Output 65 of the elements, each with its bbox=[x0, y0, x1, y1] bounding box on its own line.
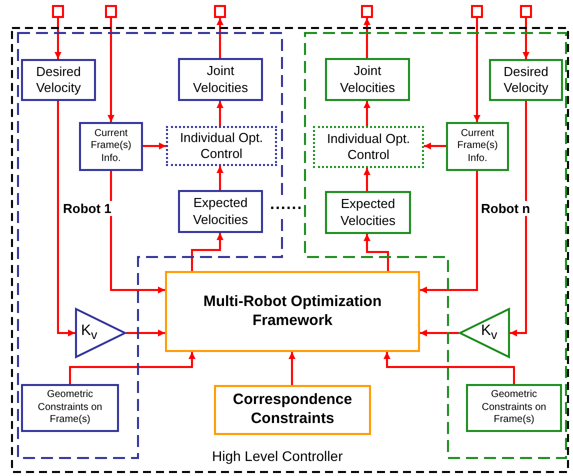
robot-label: Robot n bbox=[479, 201, 532, 216]
gain-triangle bbox=[459, 308, 510, 358]
terminal-square bbox=[52, 5, 64, 18]
arrow bbox=[364, 168, 370, 191]
arrow bbox=[69, 352, 196, 384]
arrow bbox=[216, 166, 224, 190]
frame-label: High Level Controller bbox=[210, 448, 345, 464]
process-box bbox=[325, 191, 411, 234]
process-box bbox=[165, 271, 420, 352]
box-label: Geometric Constraints on Frame(s) bbox=[36, 389, 104, 427]
terminal-square bbox=[105, 5, 117, 18]
arrow bbox=[384, 352, 515, 384]
arrow bbox=[216, 18, 224, 58]
arrow bbox=[474, 18, 480, 122]
terminal-square bbox=[214, 5, 226, 18]
gain-label: K$_{v}$ bbox=[81, 322, 98, 342]
gain-label: K$_{v}$ bbox=[481, 322, 498, 342]
robot-label: Robot 1 bbox=[61, 201, 114, 216]
arrow bbox=[364, 18, 370, 58]
box-label: Individual Opt. Control bbox=[326, 130, 412, 164]
arrow bbox=[364, 101, 370, 126]
box-label: Expected Velocities bbox=[192, 195, 249, 228]
process-box bbox=[446, 122, 509, 171]
control-box bbox=[313, 126, 424, 168]
terminal-square bbox=[520, 5, 532, 18]
box-label: Correspondence Constraints bbox=[232, 391, 354, 429]
process-box bbox=[178, 190, 263, 233]
arrow bbox=[288, 352, 296, 385]
box-label: Geometric Constraints on Frame(s) bbox=[480, 389, 548, 427]
arrow bbox=[420, 330, 459, 336]
arrow bbox=[510, 101, 527, 336]
arrow bbox=[424, 142, 446, 150]
process-box bbox=[466, 384, 562, 432]
box-label: Expected Velocities bbox=[340, 196, 396, 229]
box-label: Joint Velocities bbox=[192, 63, 249, 96]
box-label: Desired Velocity bbox=[502, 64, 550, 96]
box-label: Current Frame(s) Info. bbox=[456, 128, 499, 166]
controller-frame bbox=[12, 28, 568, 472]
process-box bbox=[178, 58, 263, 101]
arrow bbox=[54, 18, 62, 59]
process-box bbox=[325, 58, 410, 101]
terminal-square bbox=[471, 5, 483, 18]
box-label: Desired Velocity bbox=[35, 64, 82, 96]
arrow bbox=[143, 142, 166, 150]
process-box bbox=[21, 59, 96, 101]
process-box bbox=[214, 385, 371, 435]
box-label: Joint Velocities bbox=[339, 63, 396, 96]
process-box bbox=[489, 59, 563, 101]
arrow bbox=[420, 171, 478, 294]
arrow bbox=[522, 18, 530, 59]
gain-triangle bbox=[75, 308, 126, 358]
arrow bbox=[126, 330, 165, 336]
arrow bbox=[57, 101, 75, 336]
box-label: Multi-Robot Optimization Framework bbox=[202, 292, 383, 330]
box-label: Individual Opt. Control bbox=[178, 130, 264, 162]
arrow bbox=[110, 171, 165, 294]
arrow bbox=[216, 101, 224, 126]
arrow bbox=[364, 234, 389, 271]
process-box bbox=[21, 384, 119, 432]
box-label: Current Frame(s) Info. bbox=[90, 128, 132, 166]
terminal-square bbox=[361, 5, 373, 18]
process-box bbox=[79, 122, 143, 171]
arrow bbox=[191, 233, 224, 271]
arrow bbox=[108, 18, 114, 122]
control-box bbox=[166, 126, 277, 166]
